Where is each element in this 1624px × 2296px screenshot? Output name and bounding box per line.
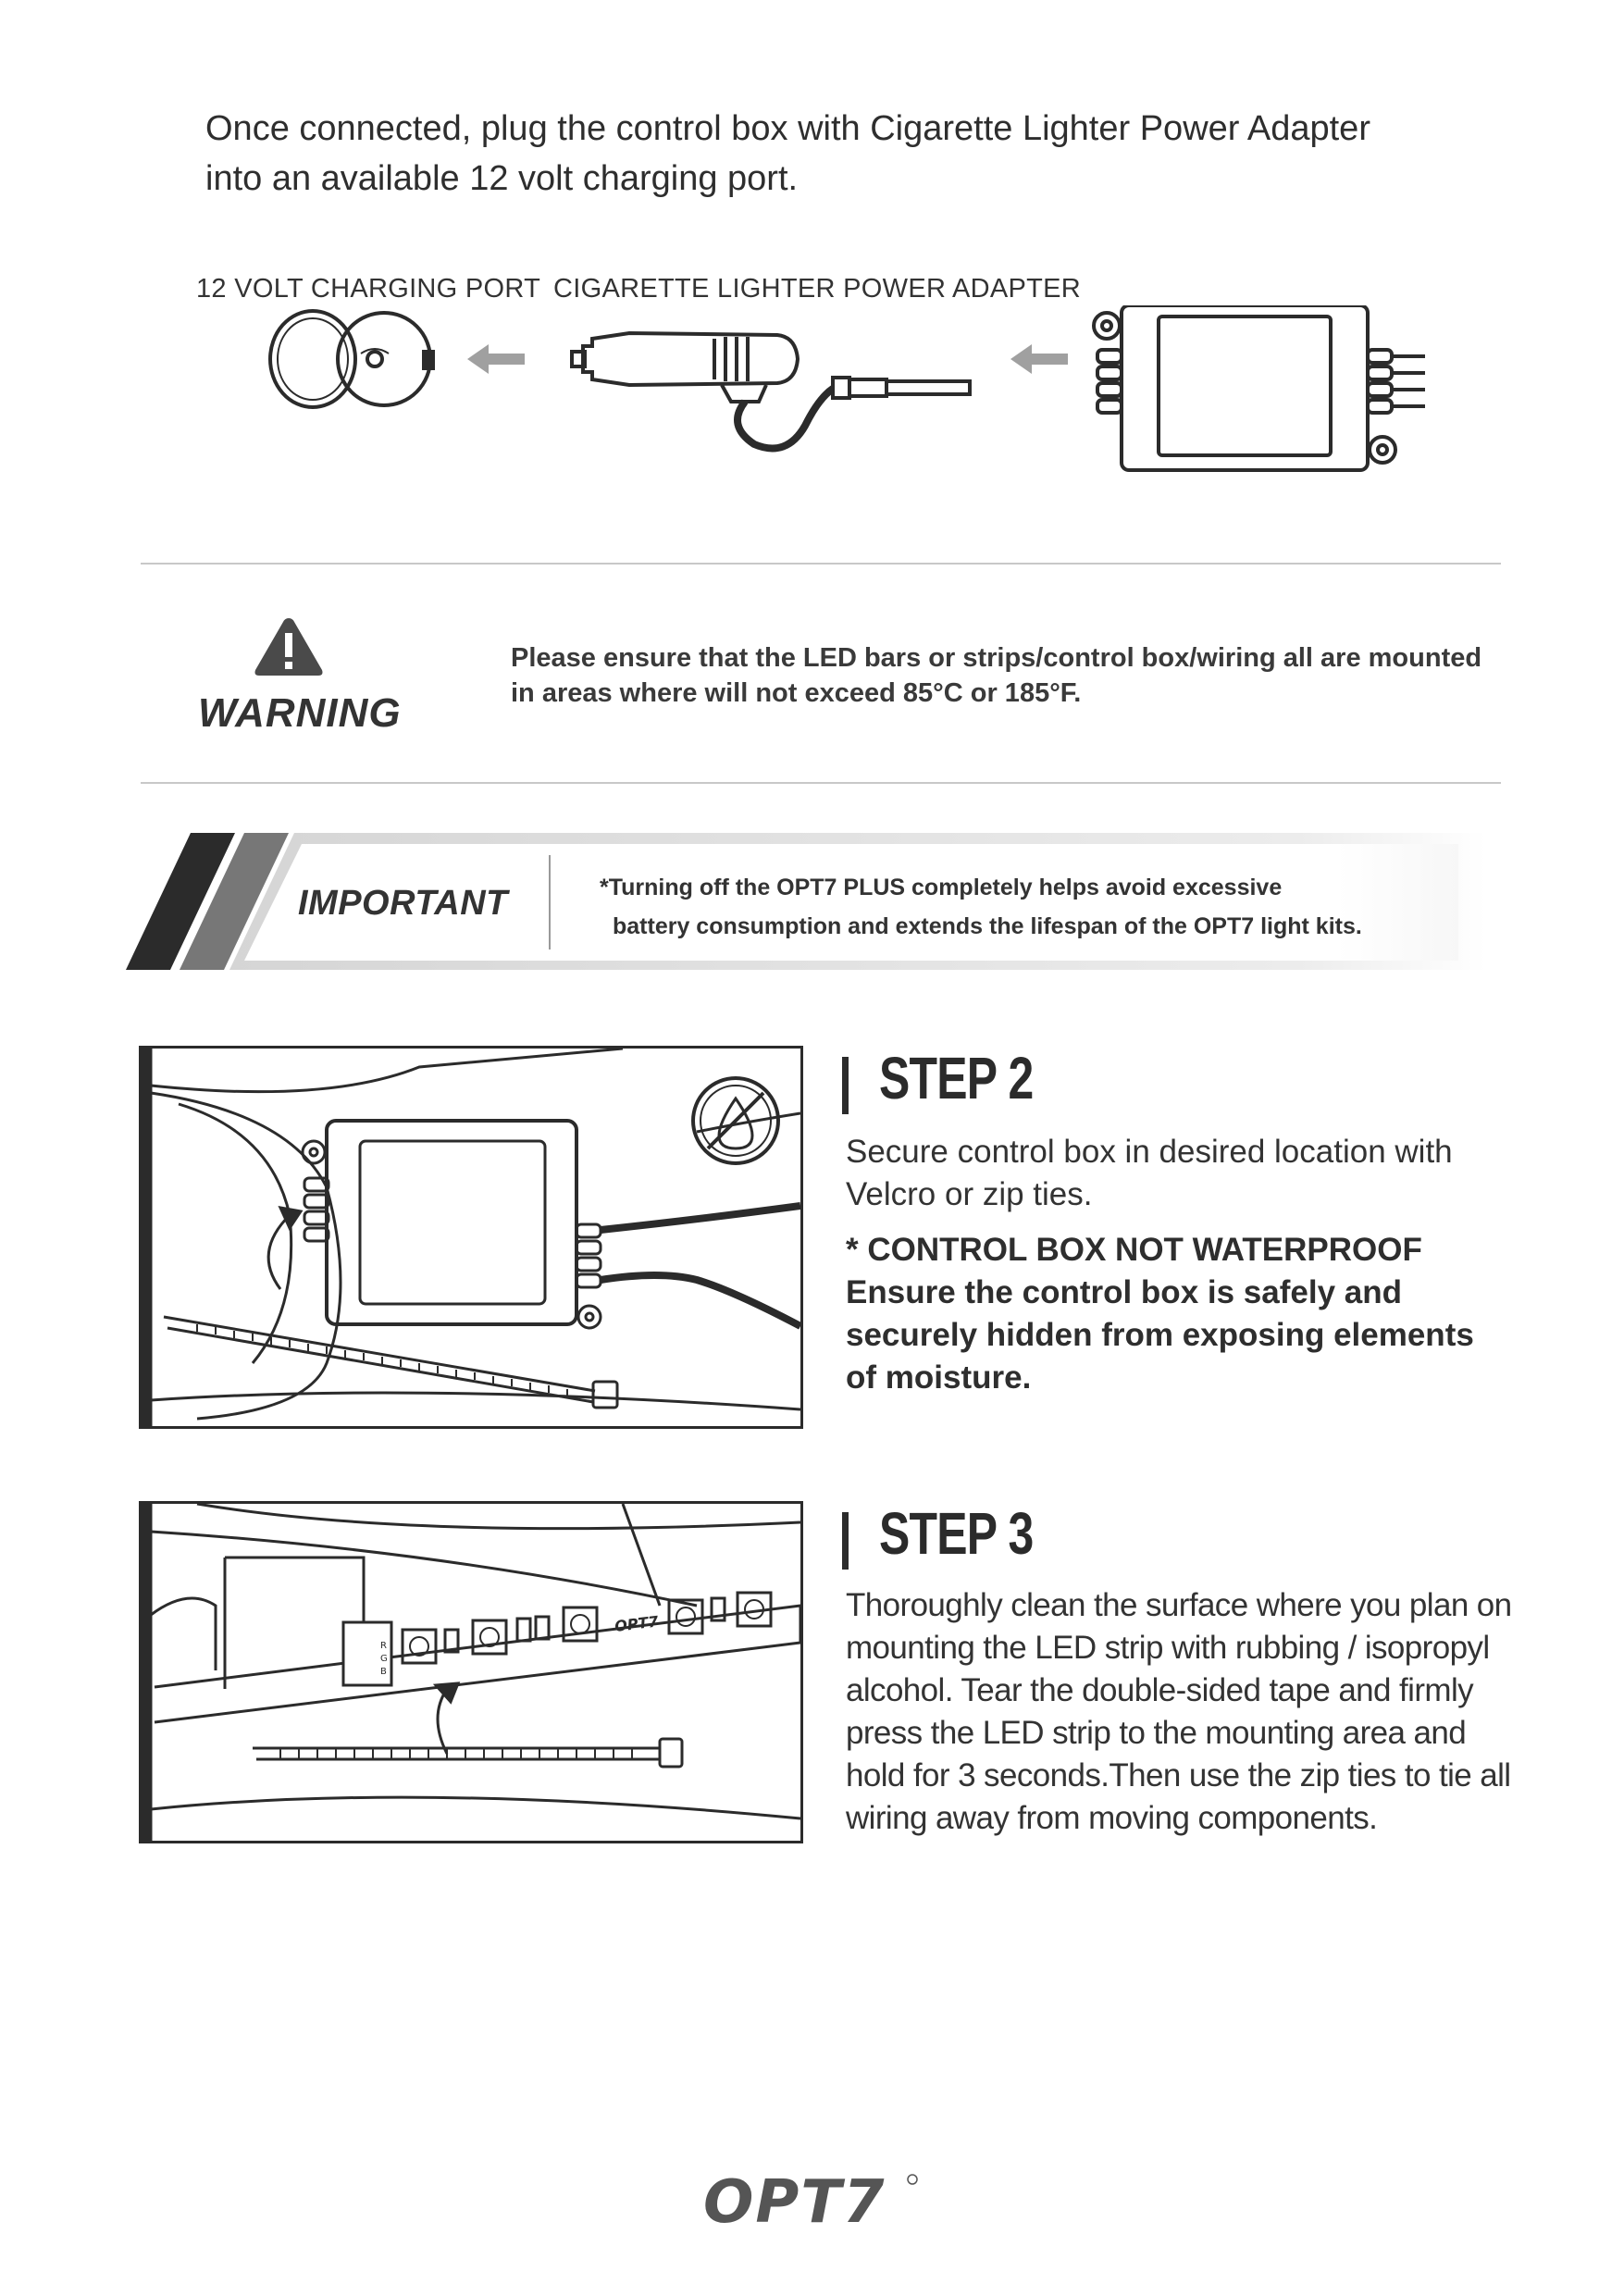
step2-body-line-2: Velcro or zip ties. bbox=[846, 1176, 1093, 1212]
strip-marking: OPT7 bbox=[614, 1612, 660, 1635]
step2-body: Secure control box in desired location w… bbox=[846, 1131, 1512, 1216]
arrow-left-icon bbox=[1010, 344, 1068, 374]
intro-text: Once connected, plug the control box wit… bbox=[205, 104, 1501, 204]
opt7-logo: OPT7 bbox=[703, 2170, 918, 2235]
intro-line-2: into an available 12 volt charging port. bbox=[205, 159, 799, 198]
step2-note-line-3: securely hidden from exposing elements bbox=[846, 1317, 1474, 1353]
step3-line-6: wiring away from moving components. bbox=[846, 1800, 1378, 1836]
strip-pin-g: G bbox=[380, 1654, 388, 1664]
step2-note: * CONTROL BOX NOT WATERPROOF Ensure the … bbox=[846, 1229, 1512, 1399]
arrow-left-icon bbox=[467, 344, 525, 374]
warning-line-1: Please ensure that the LED bars or strip… bbox=[511, 643, 1482, 673]
important-line-2: battery consumption and extends the life… bbox=[613, 913, 1362, 939]
step2-note-line-2: Ensure the control box is safely and bbox=[846, 1274, 1402, 1310]
important-line-1: *Turning off the OPT7 PLUS completely he… bbox=[600, 875, 1283, 900]
step2-bar bbox=[842, 1057, 849, 1114]
curved-arrow-icon bbox=[436, 1688, 449, 1755]
step2-note-line-4: of moisture. bbox=[846, 1359, 1032, 1396]
led-strip-mount-drawing: R G B OPT7 bbox=[140, 1502, 802, 1843]
warning-text: Please ensure that the LED bars or strip… bbox=[511, 640, 1510, 711]
step2-illustration bbox=[139, 1046, 803, 1429]
step3-body: Thoroughly clean the surface where you p… bbox=[846, 1584, 1512, 1840]
important-text: *Turning off the OPT7 PLUS completely he… bbox=[600, 868, 1469, 946]
step2-body-line-1: Secure control box in desired location w… bbox=[846, 1134, 1453, 1170]
curved-arrow-icon bbox=[267, 1213, 291, 1290]
strip-pin-r: R bbox=[380, 1641, 387, 1651]
step3-line-2: mounting the LED strip with rubbing / is… bbox=[846, 1630, 1490, 1666]
step3-line-5: hold for 3 seconds.Then use the zip ties… bbox=[846, 1757, 1511, 1793]
warning-title: WARNING bbox=[198, 690, 402, 736]
warning-triangle-icon bbox=[254, 618, 323, 676]
strip-pin-b: B bbox=[380, 1667, 387, 1677]
step3-title: STEP 3 bbox=[879, 1500, 1034, 1567]
important-banner bbox=[126, 833, 1486, 970]
step3-line-4: press the LED strip to the mounting area… bbox=[846, 1715, 1467, 1751]
intro-line-1: Once connected, plug the control box wit… bbox=[205, 109, 1370, 148]
control-box-illustration bbox=[1092, 305, 1425, 472]
warning-line-2: in areas where will not exceed 85°C or 1… bbox=[511, 678, 1082, 708]
no-water-icon bbox=[691, 1076, 780, 1165]
logo-text: OPT7 bbox=[703, 2170, 886, 2235]
port-label: 12 VOLT CHARGING PORT bbox=[196, 274, 541, 304]
step3-line-1: Thoroughly clean the surface where you p… bbox=[846, 1587, 1512, 1623]
step3-line-3: alcohol. Tear the double-sided tape and … bbox=[846, 1672, 1474, 1708]
control-box-mount-drawing bbox=[140, 1047, 802, 1428]
divider-bottom bbox=[141, 782, 1501, 784]
cigarette-adapter-illustration bbox=[570, 330, 972, 453]
step3-bar bbox=[842, 1512, 849, 1570]
step3-illustration: R G B OPT7 bbox=[139, 1501, 803, 1843]
adapter-label: CIGARETTE LIGHTER POWER ADAPTER bbox=[553, 274, 1082, 304]
step2-title: STEP 2 bbox=[879, 1045, 1034, 1111]
step2-note-line-1: * CONTROL BOX NOT WATERPROOF bbox=[846, 1232, 1422, 1268]
divider-top bbox=[141, 563, 1501, 565]
important-title: IMPORTANT bbox=[298, 884, 508, 923]
connection-diagram bbox=[268, 305, 1425, 472]
charging-port-illustration bbox=[268, 309, 435, 409]
